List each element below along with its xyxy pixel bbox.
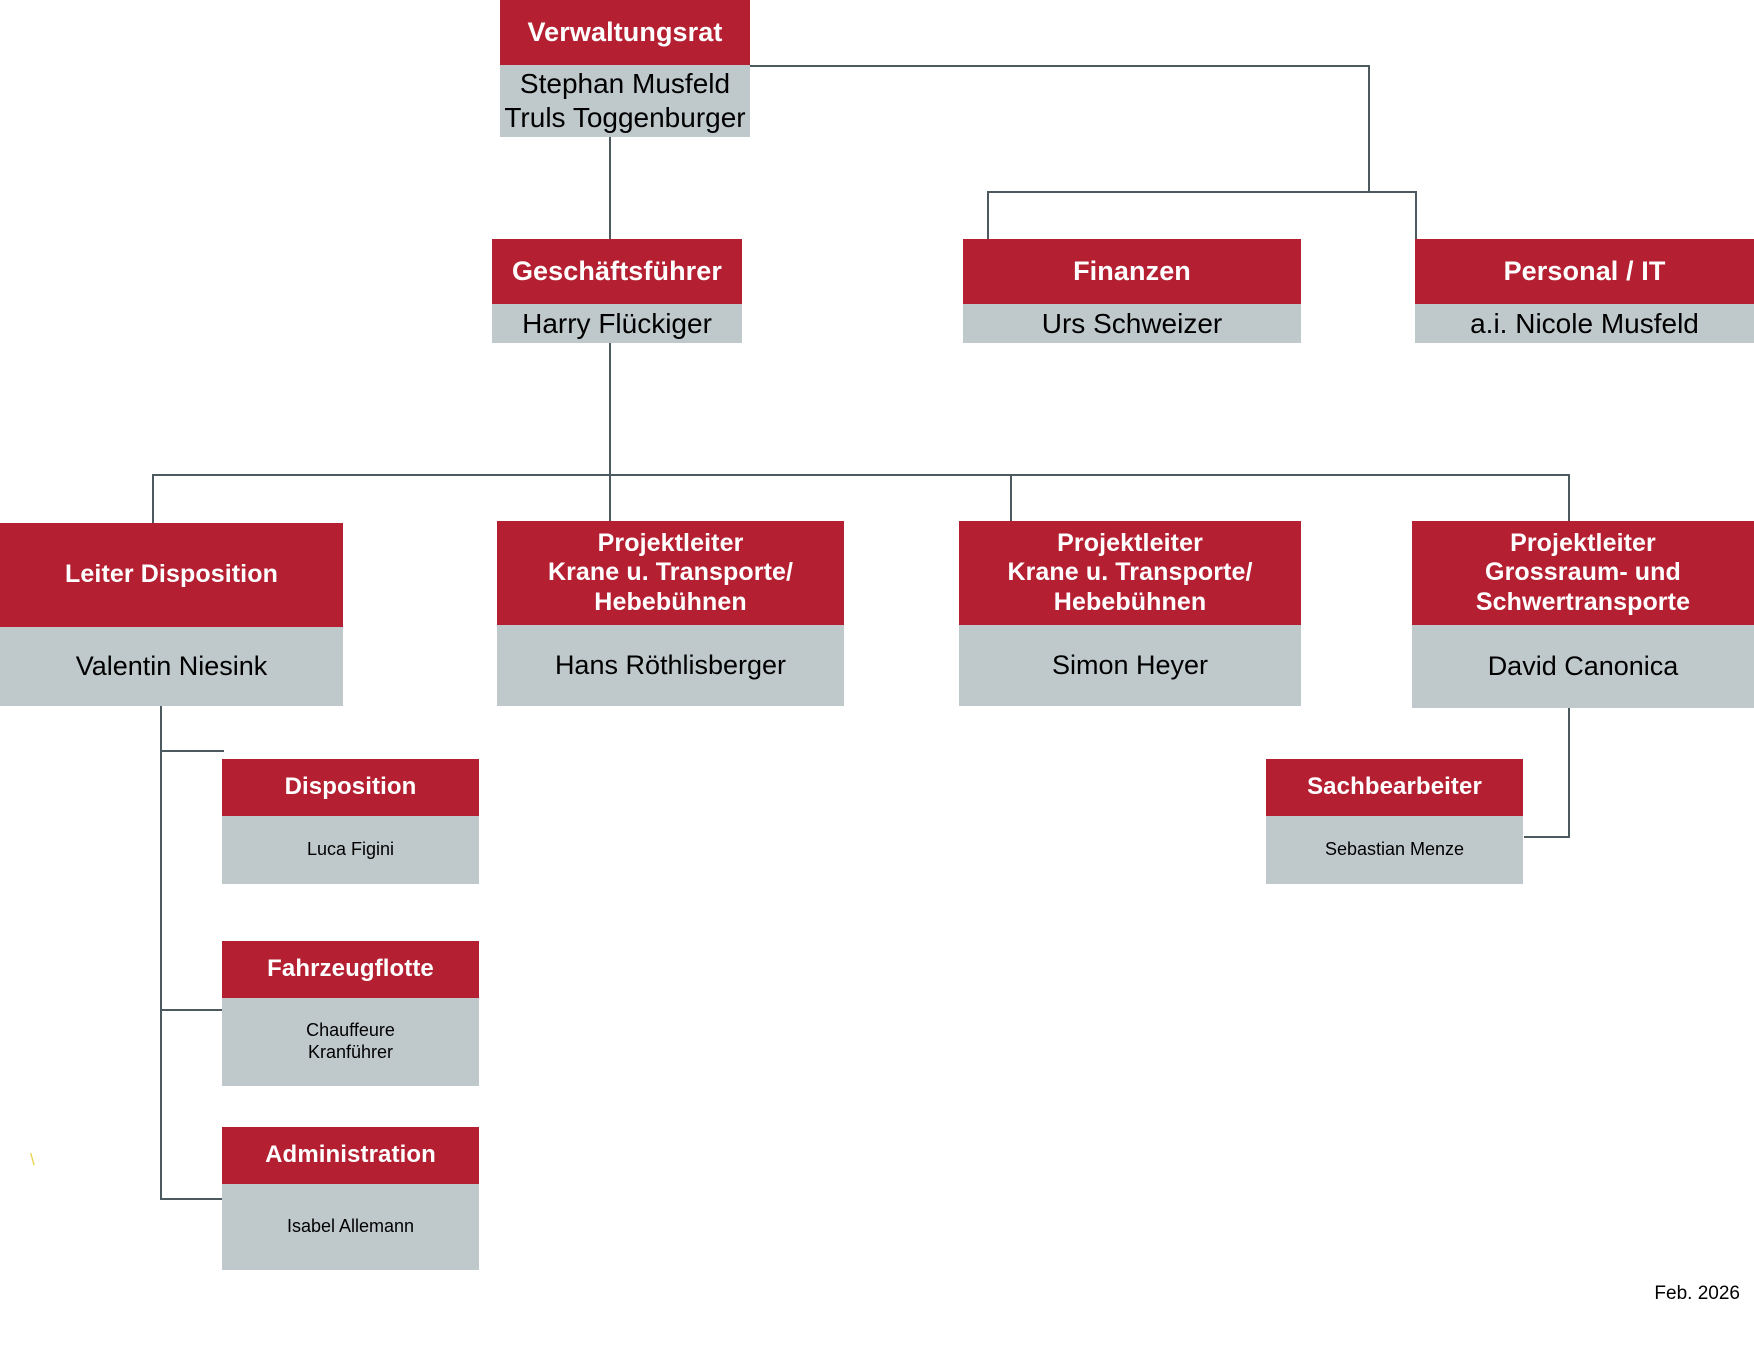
node-disposition-title: Disposition: [222, 759, 479, 816]
node-geschaeftsfuehrer[interactable]: Geschäftsführer Harry Flückiger: [492, 239, 742, 343]
connector-to-administration: [160, 1198, 224, 1200]
node-fahrzeugflotte-people: Chauffeure Kranführer: [222, 998, 479, 1086]
node-sachbearbeiter[interactable]: Sachbearbeiter Sebastian Menze: [1266, 759, 1523, 884]
node-verwaltungsrat-title: Verwaltungsrat: [500, 0, 750, 65]
node-geschaeftsfuehrer-title: Geschäftsführer: [492, 239, 742, 304]
node-finanzen[interactable]: Finanzen Urs Schweizer: [963, 239, 1301, 343]
connector-to-fahrzeugflotte: [160, 1009, 224, 1011]
connector-top-horizontal: [750, 65, 1370, 67]
node-verwaltungsrat-people: Stephan Musfeld Truls Toggenburger: [500, 65, 750, 137]
connector-level3-bus: [152, 474, 1569, 476]
node-leiter-disposition[interactable]: Leiter Disposition Valentin Niesink: [0, 523, 343, 706]
node-fahrzeugflotte[interactable]: Fahrzeugflotte Chauffeure Kranführer: [222, 941, 479, 1086]
node-projektleiter-krane-2[interactable]: Projektleiter Krane u. Transporte/ Hebeb…: [959, 521, 1301, 706]
node-fahrzeugflotte-title: Fahrzeugflotte: [222, 941, 479, 998]
node-sachbearbeiter-people: Sebastian Menze: [1266, 816, 1523, 884]
connector-branch-grossraum: [1568, 474, 1570, 523]
node-finanzen-people: Urs Schweizer: [963, 304, 1301, 343]
node-disposition-people: Luca Figini: [222, 816, 479, 884]
node-personal-it[interactable]: Personal / IT a.i. Nicole Musfeld: [1415, 239, 1754, 343]
node-projektleiter-krane-2-people: Simon Heyer: [959, 625, 1301, 706]
connector-disposition-spine: [160, 634, 162, 1200]
connector-to-disposition: [160, 750, 224, 752]
node-projektleiter-grossraum[interactable]: Projektleiter Grossraum- und Schwertrans…: [1412, 521, 1754, 708]
node-administration-title: Administration: [222, 1127, 479, 1184]
node-geschaeftsfuehrer-people: Harry Flückiger: [492, 304, 742, 343]
connector-branch-projektleiter-1: [609, 474, 611, 523]
connector-top-right-drop: [1368, 65, 1370, 192]
node-projektleiter-grossraum-title: Projektleiter Grossraum- und Schwertrans…: [1412, 521, 1754, 625]
stray-pen-mark: \: [30, 1150, 35, 1169]
connector-grossraum-spine: [1568, 708, 1570, 838]
node-leiter-disposition-title: Leiter Disposition: [0, 523, 343, 627]
connector-finance-personal-bus: [987, 191, 1417, 193]
node-personal-it-people: a.i. Nicole Musfeld: [1415, 304, 1754, 343]
node-administration[interactable]: Administration Isabel Allemann: [222, 1127, 479, 1270]
node-leiter-disposition-people: Valentin Niesink: [0, 627, 343, 706]
node-projektleiter-krane-1-people: Hans Röthlisberger: [497, 625, 844, 706]
connector-branch-leiter-disposition: [152, 474, 154, 523]
connector-branch-projektleiter-2: [1010, 474, 1012, 523]
node-projektleiter-krane-2-title: Projektleiter Krane u. Transporte/ Hebeb…: [959, 521, 1301, 625]
node-verwaltungsrat[interactable]: Verwaltungsrat Stephan Musfeld Truls Tog…: [500, 0, 750, 137]
node-finanzen-title: Finanzen: [963, 239, 1301, 304]
node-projektleiter-krane-1-title: Projektleiter Krane u. Transporte/ Hebeb…: [497, 521, 844, 625]
connector-finanzen-drop: [987, 191, 989, 239]
connector-gf-drop: [609, 343, 611, 476]
node-disposition[interactable]: Disposition Luca Figini: [222, 759, 479, 884]
node-personal-it-title: Personal / IT: [1415, 239, 1754, 304]
connector-to-sachbearbeiter: [1524, 836, 1570, 838]
connector-personal-drop: [1415, 191, 1417, 239]
node-projektleiter-grossraum-people: David Canonica: [1412, 625, 1754, 708]
node-administration-people: Isabel Allemann: [222, 1184, 479, 1270]
connector-vr-to-gf: [609, 137, 611, 239]
node-sachbearbeiter-title: Sachbearbeiter: [1266, 759, 1523, 816]
chart-date-label: Feb. 2026: [1654, 1283, 1740, 1304]
node-projektleiter-krane-1[interactable]: Projektleiter Krane u. Transporte/ Hebeb…: [497, 521, 844, 706]
